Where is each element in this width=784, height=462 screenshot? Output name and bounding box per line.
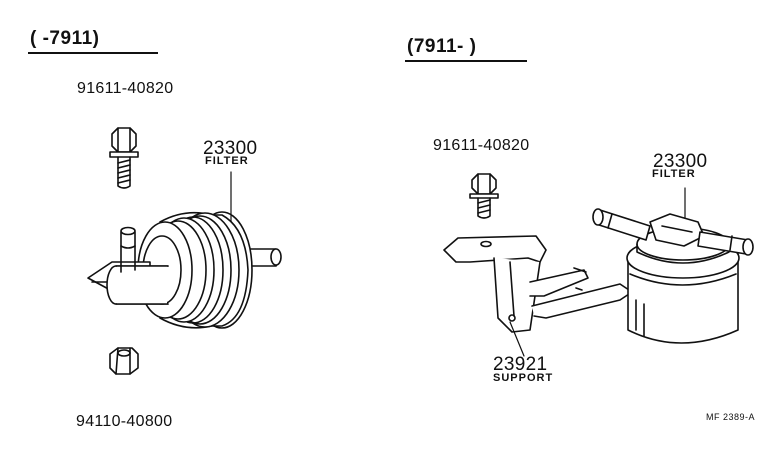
leader-support: [509, 321, 525, 357]
bolt-right: [469, 173, 499, 219]
bolt-left: [109, 127, 139, 189]
left-range-underline: [28, 52, 158, 54]
right-filter-caption: FILTER: [652, 168, 696, 180]
left-filter-part-number: 23300: [203, 138, 258, 159]
support-caption: SUPPORT: [493, 372, 554, 384]
right-bolt-part-number: 91611-40820: [433, 137, 530, 154]
diagram-reference-code: MF 2389-A: [706, 412, 756, 422]
right-range-underline: [405, 60, 527, 62]
support-part-number: 23921: [493, 354, 548, 375]
right-filter-part-number: 23300: [653, 151, 708, 172]
nut-left: [109, 347, 139, 375]
filter-right: [592, 208, 754, 344]
left-bolt-part-number: 91611-40820: [77, 80, 174, 97]
right-range-label: (7911- ): [407, 36, 477, 57]
left-range-label: ( -7911): [30, 28, 100, 49]
left-filter-caption: FILTER: [205, 155, 249, 167]
filter-left: [87, 211, 282, 329]
left-nut-part-number: 94110-40800: [76, 413, 173, 430]
support-bracket: [443, 235, 633, 333]
